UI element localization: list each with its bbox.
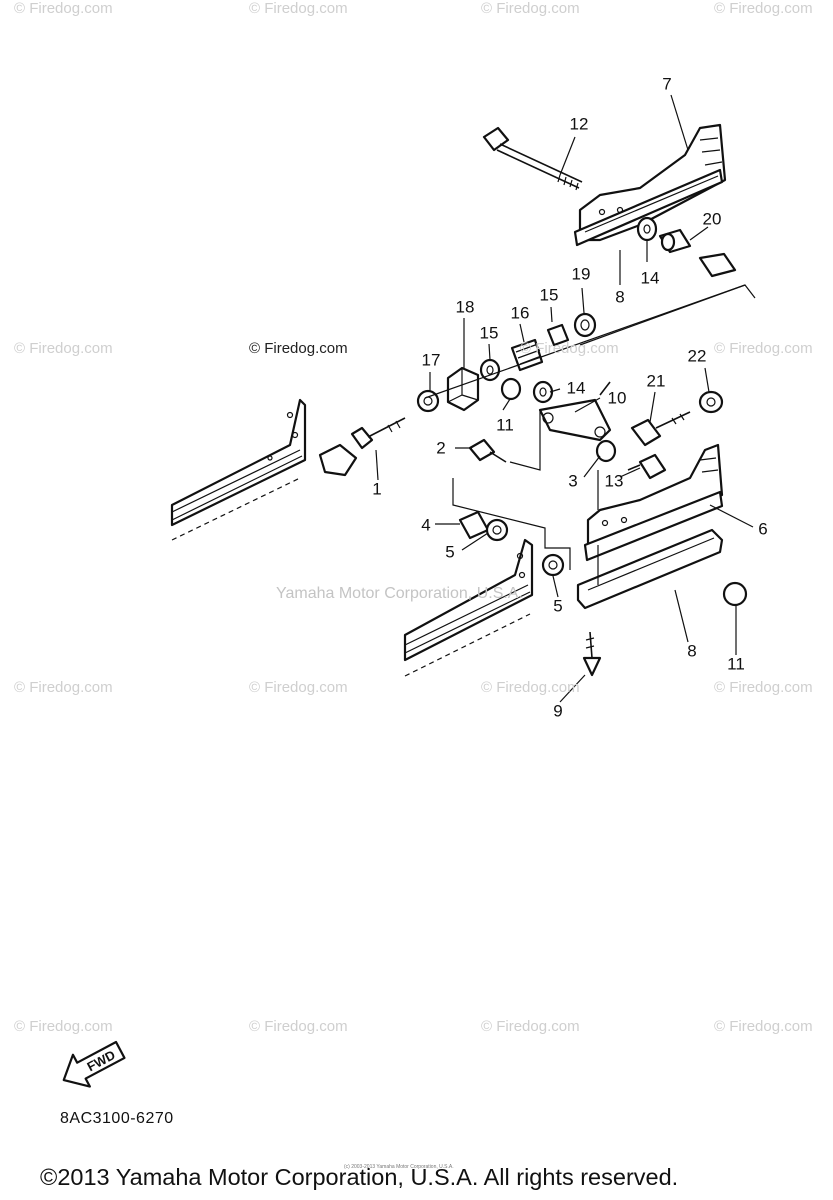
part-8-lower-rail xyxy=(576,528,724,610)
callout-15: 15 xyxy=(539,285,559,305)
lower-seat-rail xyxy=(403,538,534,677)
callout-21: 21 xyxy=(646,371,666,391)
part-5-collar-right xyxy=(541,553,565,577)
callout-4: 4 xyxy=(421,515,431,535)
copyright-notice: ©2013 Yamaha Motor Corporation, U.S.A. A… xyxy=(40,1164,679,1190)
watermark: © Firedog.com xyxy=(14,1018,113,1035)
diagram-code: 8AC3100-6270 xyxy=(60,1110,174,1127)
part-4-collar xyxy=(458,510,490,540)
callout-14: 14 xyxy=(640,268,660,288)
watermark: © Firedog.com xyxy=(249,1018,348,1035)
watermark: © Firedog.com xyxy=(481,1018,580,1035)
callout-16: 16 xyxy=(510,303,530,323)
callout-11: 11 xyxy=(496,415,514,435)
part-16-spring xyxy=(510,338,544,372)
assembly-lines xyxy=(424,284,756,585)
part-14-washer-top xyxy=(636,216,658,242)
watermark: © Firedog.com xyxy=(520,340,619,357)
callout-22: 22 xyxy=(687,346,707,366)
part-10-link xyxy=(538,381,612,442)
watermark: © Firedog.com xyxy=(714,1018,813,1035)
callout-14: 14 xyxy=(566,378,586,398)
callout-19: 19 xyxy=(571,264,591,284)
watermark: © Firedog.com xyxy=(14,679,113,696)
watermark: © Firedog.com xyxy=(714,0,813,17)
watermark: © Firedog.com xyxy=(14,340,113,357)
callout-13: 13 xyxy=(604,471,624,491)
callout-17: 17 xyxy=(421,350,441,370)
part-5-collar-left xyxy=(485,518,509,542)
part-11-nut-mid xyxy=(500,377,522,401)
part-7-bracket xyxy=(573,123,727,247)
callout-8: 8 xyxy=(687,641,697,661)
callout-7: 7 xyxy=(662,74,672,94)
callout-8: 8 xyxy=(615,287,625,307)
part-22-nut xyxy=(698,390,724,414)
callout-6: 6 xyxy=(758,519,768,539)
part-2-bolt xyxy=(468,438,507,463)
fine-print: (c) 2003-2013 Yamaha Motor Corporation, … xyxy=(344,1164,454,1170)
part-15-nut-top xyxy=(546,323,570,347)
watermark: © Firedog.com xyxy=(714,340,813,357)
watermark: © Firedog.com xyxy=(249,0,348,17)
part-11-nut-lower xyxy=(722,581,748,607)
watermark-center: Yamaha Motor Corporation, U.S.A. xyxy=(276,585,523,602)
part-19-nut xyxy=(573,312,597,338)
part-14-washer-mid xyxy=(532,380,554,404)
part-20-pin xyxy=(658,228,737,278)
callout-2: 2 xyxy=(436,438,446,458)
callout-3: 3 xyxy=(568,471,578,491)
part-15-nut-left xyxy=(479,358,501,382)
callout-9: 9 xyxy=(553,701,563,721)
callout-12: 12 xyxy=(569,114,589,134)
callout-11: 11 xyxy=(727,654,745,674)
part-9-screw xyxy=(582,631,602,677)
part-18-block xyxy=(446,366,480,412)
watermark-inline: © Firedog.com xyxy=(249,340,348,357)
watermark: © Firedog.com xyxy=(481,0,580,17)
part-21-bolt xyxy=(630,411,691,447)
fwd-arrow: FWD xyxy=(62,1040,126,1088)
callout-15: 15 xyxy=(479,323,499,343)
callout-20: 20 xyxy=(702,209,722,229)
part-6-bracket xyxy=(583,443,724,562)
callout-5: 5 xyxy=(445,542,455,562)
watermark: © Firedog.com xyxy=(249,679,348,696)
part-12-bolt xyxy=(482,126,583,191)
part-3-bushing xyxy=(595,439,617,463)
part-1-bolt xyxy=(318,417,406,477)
callout-10: 10 xyxy=(607,388,627,408)
left-seat-rail xyxy=(170,398,307,541)
watermark: © Firedog.com xyxy=(714,679,813,696)
callout-1: 1 xyxy=(372,479,382,499)
leader-lines xyxy=(375,94,754,703)
part-13-bolt xyxy=(627,453,667,480)
callout-5: 5 xyxy=(553,596,563,616)
watermark: © Firedog.com xyxy=(481,679,580,696)
watermark: © Firedog.com xyxy=(14,0,113,17)
callout-18: 18 xyxy=(455,297,475,317)
